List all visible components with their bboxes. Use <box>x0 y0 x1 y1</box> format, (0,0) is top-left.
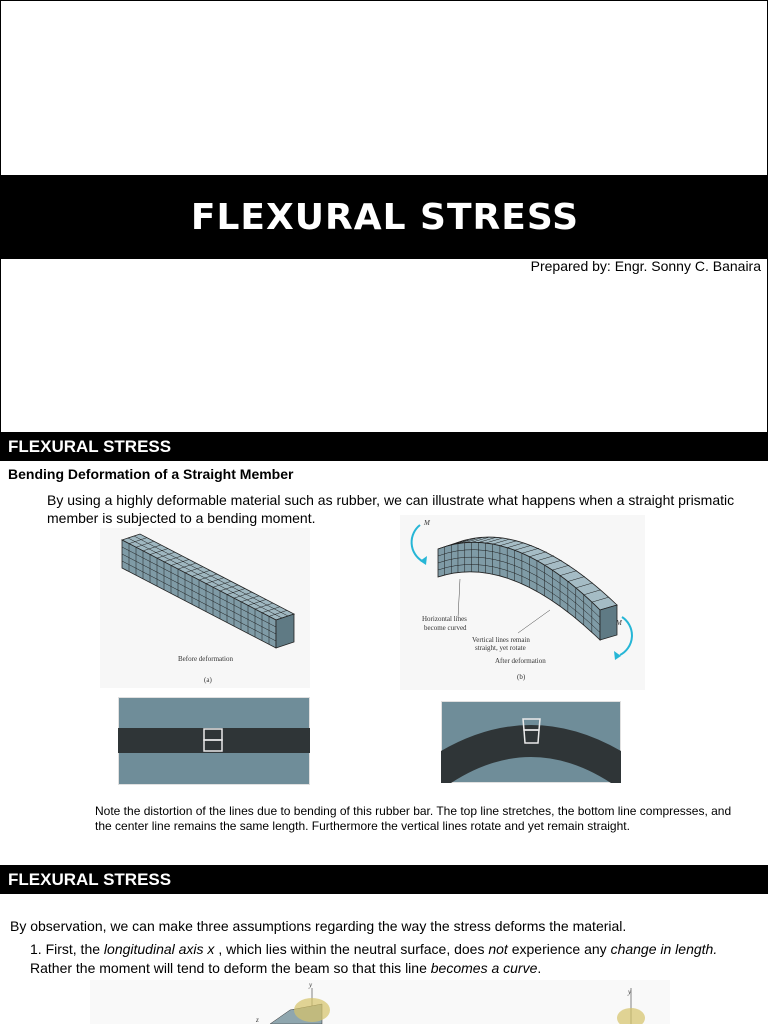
figure-beam-axes: y z y <box>90 980 670 1024</box>
assumption-1-em-change: change in length. <box>610 941 718 957</box>
assumption-1-text-2: experience any <box>507 941 611 957</box>
figure-a-caption: Before deformation <box>178 655 234 663</box>
horizontal-lines-note: Horizontal lines <box>422 615 467 623</box>
moment-arrow-left <box>410 524 423 562</box>
assumption-1-em-axis: longitudinal axis x <box>103 941 215 957</box>
assumption-1-text-3: Rather the moment will tend to deform th… <box>30 960 431 976</box>
title-slide: FLEXURAL STRESS Prepared by: Engr. Sonny… <box>0 0 768 432</box>
assumption-1-text-4: . <box>537 960 542 976</box>
note-paragraph: Note the distortion of the lines due to … <box>95 804 732 833</box>
sub-heading: Bending Deformation of a Straight Member <box>8 466 294 482</box>
title-band: FLEXURAL STRESS <box>1 175 768 259</box>
moment-label-right: M <box>615 619 623 627</box>
axis-label-y-right: y <box>627 988 632 996</box>
figure-b-caption: After deformation <box>495 657 546 665</box>
assumption-1-em-not: not <box>488 941 508 957</box>
horizontal-lines-note-2: become curved <box>424 624 467 632</box>
author-credit: Prepared by: Engr. Sonny C. Banaira <box>530 258 761 274</box>
vertical-lines-note-2: straight, yet rotate <box>475 644 526 652</box>
assumption-1-em-curve: becomes a curve <box>430 960 538 976</box>
intro-paragraph: By using a highly deformable material su… <box>47 492 735 526</box>
figure-a-label: (a) <box>204 676 212 684</box>
axis-label-y-left: y <box>308 981 313 989</box>
assumption-1-number: 1. First, the <box>30 941 104 957</box>
moment-label-left: M <box>423 519 431 527</box>
assumption-1: 1. First, the longitudinal axis x , whic… <box>30 940 730 978</box>
vertical-lines-note: Vertical lines remain <box>472 636 530 644</box>
axis-label-z: z <box>255 1016 259 1024</box>
figure-after-deformation: M M Horizontal lines become curved Verti… <box>400 515 645 690</box>
photo-rubber-bar-straight <box>118 697 310 785</box>
photo-rubber-bar-bent <box>441 701 621 783</box>
section-header: FLEXURAL STRESS <box>0 432 768 461</box>
figure-b-label: (b) <box>517 673 526 681</box>
moment-arrow-right <box>619 616 633 656</box>
observation-paragraph: By observation, we can make three assump… <box>10 918 627 934</box>
figure-before-deformation: Before deformation (a) <box>100 528 310 688</box>
assumption-1-text-1: , which lies within the neutral surface,… <box>214 941 489 957</box>
section-header-2: FLEXURAL STRESS <box>0 865 768 894</box>
slide-title: FLEXURAL STRESS <box>190 196 580 238</box>
